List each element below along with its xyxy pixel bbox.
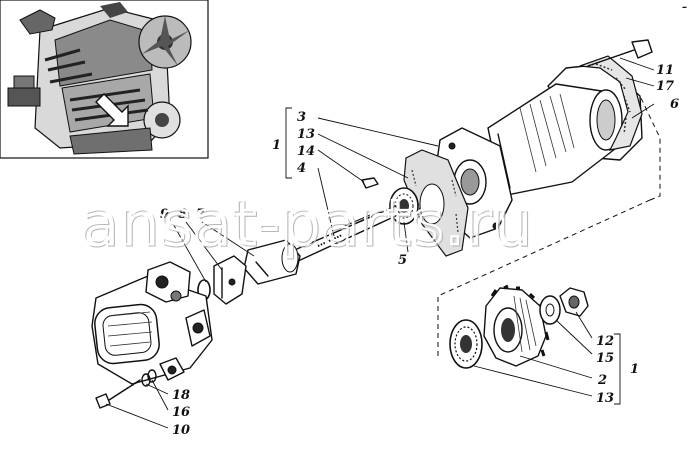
callout-7: 7: [196, 207, 205, 222]
assembly-boundary-line: [437, 199, 651, 356]
callout-8: 8: [178, 207, 187, 222]
bracket-left: [285, 107, 292, 179]
washer-part-18: [141, 373, 151, 387]
callout-13-lower: 13: [596, 391, 614, 406]
callout-16: 16: [172, 405, 190, 420]
leader-lines: [105, 57, 655, 429]
bolt-part-10: [95, 379, 141, 409]
callout-4: 4: [297, 161, 306, 176]
engine-sketch: [7, 2, 192, 155]
callout-17: 17: [656, 79, 674, 94]
callout-left-bracket: 1: [272, 138, 281, 153]
corner-mark: –: [682, 2, 687, 13]
callout-9: 9: [160, 207, 169, 222]
callout-6: 6: [670, 97, 679, 112]
nut-part-12: [559, 287, 589, 317]
gasket-part-17: [579, 55, 643, 151]
bolt-part-11: [587, 39, 653, 67]
bearing-part-13-lower: [449, 319, 483, 369]
callout-12: 12: [596, 334, 614, 349]
watermark: ansat-parts.ru: [80, 186, 532, 259]
callout-2: 2: [597, 373, 607, 388]
callout-11: 11: [656, 63, 674, 78]
callout-18: 18: [172, 388, 190, 403]
callout-3: 3: [297, 110, 306, 125]
key-part-14: [361, 177, 379, 189]
assembly-boundary-line-right: [639, 95, 661, 201]
watermark-outline: ansat-parts.ru: [82, 188, 534, 261]
pointer-arrow-icon: [95, 93, 129, 127]
washer-part-15: [539, 295, 561, 325]
callout-5: 5: [398, 253, 407, 268]
pump-assembly: [91, 261, 213, 385]
callout-14: 14: [297, 144, 315, 159]
gear-part-2: [483, 284, 550, 367]
engine-inset: [0, 0, 209, 159]
coupling-part-8: [213, 255, 247, 305]
bracket-right: [614, 333, 621, 405]
coupling-part-7: [243, 239, 301, 285]
washer-part-16: [147, 369, 157, 383]
callout-right-bracket: 1: [630, 362, 639, 377]
callout-15: 15: [596, 351, 614, 366]
callout-13: 13: [297, 127, 315, 142]
callout-10: 10: [172, 423, 190, 438]
